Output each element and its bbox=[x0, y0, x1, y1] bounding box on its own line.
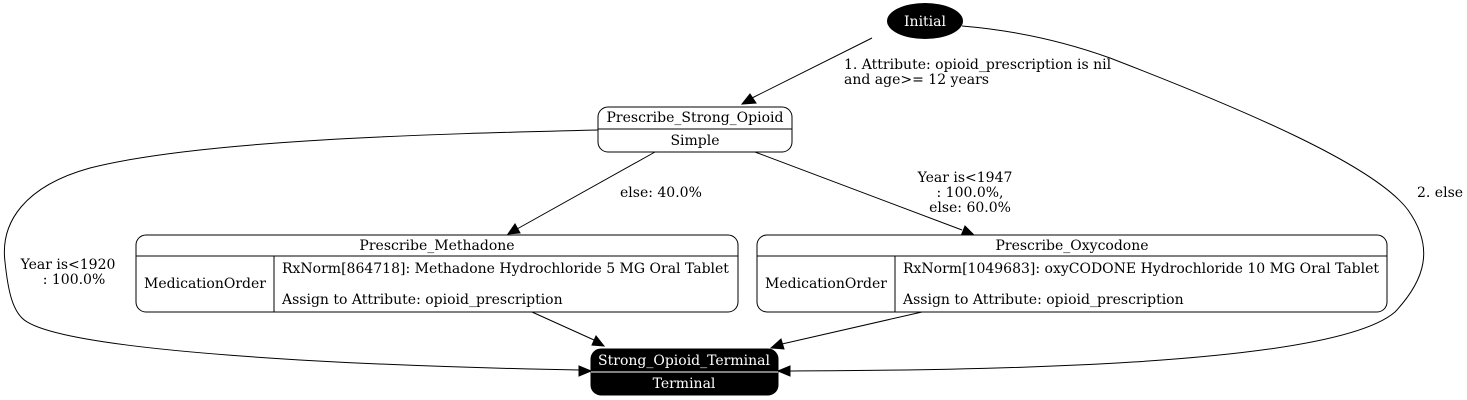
node-prescribe-methadone-type: MedicationOrder bbox=[144, 276, 266, 292]
edge-strong-opioid-to-methadone bbox=[506, 151, 656, 235]
node-prescribe-strong-opioid-title: Prescribe_Strong_Opioid bbox=[607, 110, 784, 126]
edge-strong-opioid-to-oxycodone bbox=[754, 151, 975, 237]
edge-label-initial-strong-line2: and age>= 12 years bbox=[844, 72, 989, 88]
edge-methadone-to-terminal bbox=[531, 311, 606, 347]
node-terminal-type: Terminal bbox=[653, 376, 716, 392]
edge-strong-opioid-to-terminal bbox=[3, 129, 599, 377]
node-initial-label: Initial bbox=[904, 14, 946, 30]
edge-label-strong-methadone: else: 40.0% bbox=[620, 185, 702, 201]
edge-label-strong-terminal-line2: : 100.0% bbox=[43, 272, 106, 288]
node-prescribe-methadone: Prescribe_Methadone MedicationOrder RxNo… bbox=[135, 234, 739, 313]
node-strong-opioid-terminal: Strong_Opioid_Terminal Terminal bbox=[590, 348, 779, 396]
node-prescribe-strong-opioid: Prescribe_Strong_Opioid Simple bbox=[597, 106, 793, 153]
node-prescribe-methadone-code: RxNorm[864718]: Methadone Hydrochloride … bbox=[282, 261, 729, 277]
node-terminal-title: Strong_Opioid_Terminal bbox=[598, 353, 770, 369]
edge-initial-to-terminal bbox=[776, 25, 1425, 377]
node-prescribe-oxycodone: Prescribe_Oxycodone MedicationOrder RxNo… bbox=[756, 234, 1388, 313]
node-prescribe-methadone-title: Prescribe_Methadone bbox=[359, 238, 514, 254]
node-prescribe-strong-opioid-type: Simple bbox=[670, 133, 719, 149]
edge-label-strong-oxycodone-line2: : 100.0%, bbox=[937, 185, 1004, 201]
node-prescribe-methadone-assign: Assign to Attribute: opioid_prescription bbox=[281, 292, 563, 308]
node-initial: Initial bbox=[887, 3, 963, 39]
node-prescribe-oxycodone-title: Prescribe_Oxycodone bbox=[995, 238, 1148, 254]
node-prescribe-oxycodone-type: MedicationOrder bbox=[765, 276, 887, 292]
edge-label-strong-oxycodone-line1: Year is<1947 bbox=[917, 170, 1013, 186]
edge-label-initial-terminal: 2. else bbox=[1417, 185, 1463, 201]
edge-label-strong-oxycodone-line3: else: 60.0% bbox=[929, 200, 1011, 216]
edge-oxycodone-to-terminal bbox=[769, 311, 923, 350]
edge-label-strong-terminal-line1: Year is<1920 bbox=[20, 257, 116, 273]
node-prescribe-oxycodone-assign: Assign to Attribute: opioid_prescription bbox=[902, 292, 1184, 308]
edge-label-initial-strong-line1: 1. Attribute: opioid_prescription is nil bbox=[844, 57, 1112, 73]
node-prescribe-oxycodone-code: RxNorm[1049683]: oxyCODONE Hydrochloride… bbox=[903, 261, 1379, 277]
edge-initial-to-strong-opioid bbox=[740, 37, 873, 105]
